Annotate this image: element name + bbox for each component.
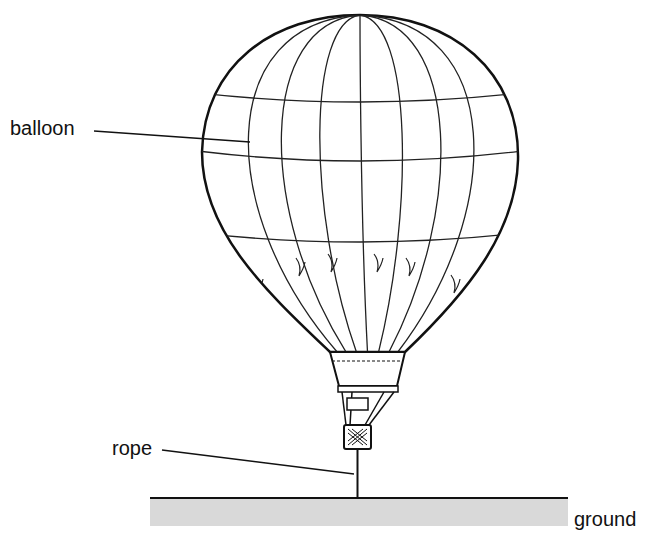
balloon-skirt	[330, 352, 405, 386]
ground-band	[150, 499, 568, 526]
leader-line	[162, 450, 354, 474]
basket-cables	[342, 392, 394, 425]
skirt-stitching	[332, 361, 403, 362]
ground-line	[150, 497, 568, 499]
load-ring	[338, 386, 398, 392]
part-label: ground	[574, 507, 636, 531]
basket-weave	[348, 429, 367, 445]
balloon-envelope	[202, 15, 518, 352]
leader-line	[94, 131, 250, 142]
envelope-seams	[190, 15, 530, 352]
rope	[357, 449, 359, 498]
part-label: balloon	[10, 116, 75, 140]
basket	[344, 425, 371, 449]
part-label: rope	[112, 436, 152, 460]
